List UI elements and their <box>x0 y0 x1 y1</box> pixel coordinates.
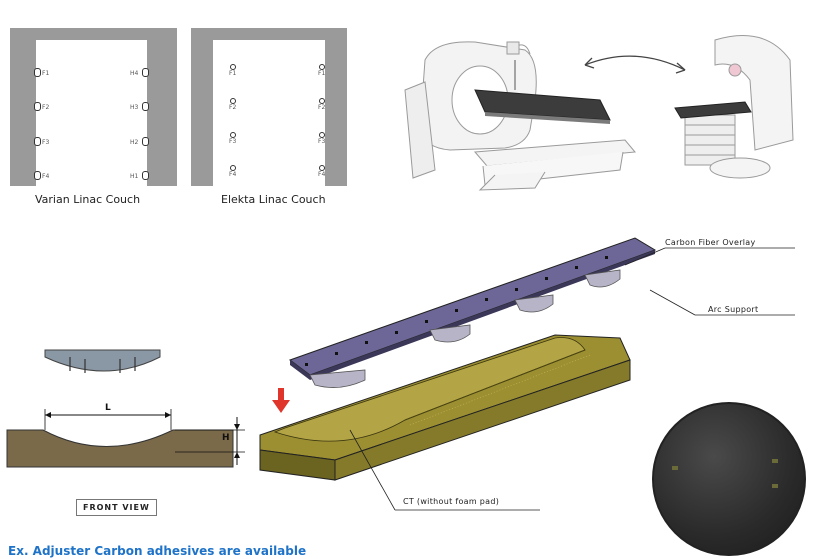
varian-pin-notch <box>142 171 149 180</box>
varian-pin-label: F3 <box>42 139 50 146</box>
elekta-pin-hole <box>230 64 236 70</box>
elekta-couch-caption: Elekta Linac Couch <box>221 193 326 206</box>
varian-pin-label: H3 <box>130 104 139 111</box>
varian-pin-label: H4 <box>130 70 139 77</box>
exploded-3d-view <box>259 237 795 511</box>
inset-mark <box>772 484 778 488</box>
linac-couch-top <box>674 101 752 119</box>
varian-pin-notch <box>142 102 149 111</box>
red-down-arrow <box>272 388 290 413</box>
elekta-pin-hole <box>319 132 325 138</box>
elekta-pin-hole <box>319 98 325 104</box>
varian-pin-notch <box>142 68 149 77</box>
varian-pin-label: H1 <box>130 173 139 180</box>
varian-pin-notch <box>142 137 149 146</box>
varian-couch-caption: Varian Linac Couch <box>35 193 141 206</box>
dimension-l-label: L <box>105 403 111 413</box>
elekta-pin-hole <box>230 132 236 138</box>
elekta-pin-label: F4 <box>229 171 237 178</box>
elekta-pin-label: F1 <box>318 70 326 77</box>
varian-pin-notch <box>34 171 41 180</box>
couch-front-profile <box>6 429 234 468</box>
elekta-pin-hole <box>230 98 236 104</box>
ct-to-linac-sketch <box>404 35 794 191</box>
elekta-pin-label: F3 <box>318 138 326 145</box>
elekta-pin-hole <box>230 165 236 171</box>
varian-couch-panel: F1 F2 F3 F4 H4 H3 H2 H1 <box>10 28 177 186</box>
bottom-caption: Ex. Adjuster Carbon adhesives are availa… <box>8 544 307 558</box>
overlay-end-view <box>44 349 161 372</box>
transfer-double-arrow <box>584 55 686 71</box>
elekta-pin-hole <box>319 165 325 171</box>
carbon-fiber-overlay-label: Carbon Fiber Overlay <box>665 238 756 247</box>
elekta-pin-label: F2 <box>229 104 237 111</box>
inset-mark <box>672 466 678 470</box>
dimension-h-label: H <box>222 433 230 443</box>
carbon-fiber-overlay <box>288 237 657 388</box>
varian-pin-notch <box>34 137 41 146</box>
varian-pin-label: F2 <box>42 104 50 111</box>
arc-support-label: Arc Support <box>708 305 759 314</box>
elekta-couch-top <box>213 40 325 186</box>
front-view-label: FRONT VIEW <box>76 499 157 516</box>
inset-mark <box>772 459 778 463</box>
elekta-pin-label: F4 <box>318 171 326 178</box>
elekta-pin-label: F3 <box>229 138 237 145</box>
ct-couch-body <box>259 334 631 481</box>
varian-pin-label: F4 <box>42 173 50 180</box>
elekta-couch-panel: F1 F2 F3 F4 F1 F2 F3 F4 <box>191 28 347 186</box>
varian-pin-notch <box>34 102 41 111</box>
front-view-diagram <box>6 349 245 468</box>
ct-without-foam-label: CT (without foam pad) <box>403 497 500 506</box>
varian-pin-label: H2 <box>130 139 139 146</box>
elekta-pin-hole <box>319 64 325 70</box>
elekta-pin-label: F1 <box>229 70 237 77</box>
varian-pin-notch <box>34 68 41 77</box>
carbon-inset-photo <box>652 402 806 556</box>
varian-couch-top <box>36 40 147 186</box>
varian-pin-label: F1 <box>42 70 50 77</box>
elekta-pin-label: F2 <box>318 104 326 111</box>
